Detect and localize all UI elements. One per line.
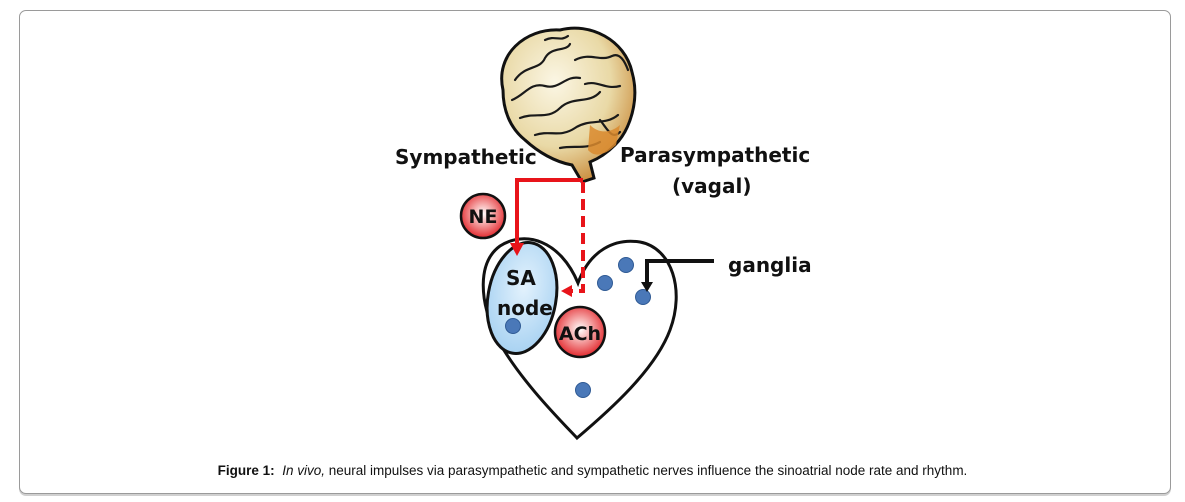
sympathetic-label: Sympathetic xyxy=(395,145,537,169)
vagal-label: (vagal) xyxy=(672,174,751,198)
parasympathetic-nerve-arrow xyxy=(561,182,585,297)
ganglion-dot xyxy=(597,275,613,291)
parasympathetic-label: Parasympathetic xyxy=(620,143,810,167)
sympathetic-nerve-arrow xyxy=(510,178,583,256)
figure-caption: Figure 1: In vivo, neural impulses via p… xyxy=(0,463,1185,478)
ganglia-dots xyxy=(505,257,651,398)
sa-node-label-line2: node xyxy=(497,296,553,320)
ach-label: ACh xyxy=(559,323,601,345)
brain-icon xyxy=(500,26,637,184)
ganglion-dot xyxy=(505,318,521,334)
sa-node-label-line1: SA xyxy=(506,266,536,290)
ganglion-dot xyxy=(575,382,591,398)
ganglion-dot xyxy=(635,289,651,305)
caption-label: Figure 1: xyxy=(217,463,275,478)
ganglia-pointer-arrow xyxy=(641,259,714,292)
ne-neurotransmitter-badge: NE xyxy=(459,192,507,240)
ach-neurotransmitter-badge: ACh xyxy=(553,305,607,359)
ganglia-label: ganglia xyxy=(728,253,812,277)
caption-italic: In vivo, xyxy=(282,463,325,478)
sa-node xyxy=(485,241,559,355)
ganglion-dot xyxy=(618,257,634,273)
ne-label: NE xyxy=(469,206,498,228)
caption-text: neural impulses via parasympathetic and … xyxy=(324,463,968,478)
